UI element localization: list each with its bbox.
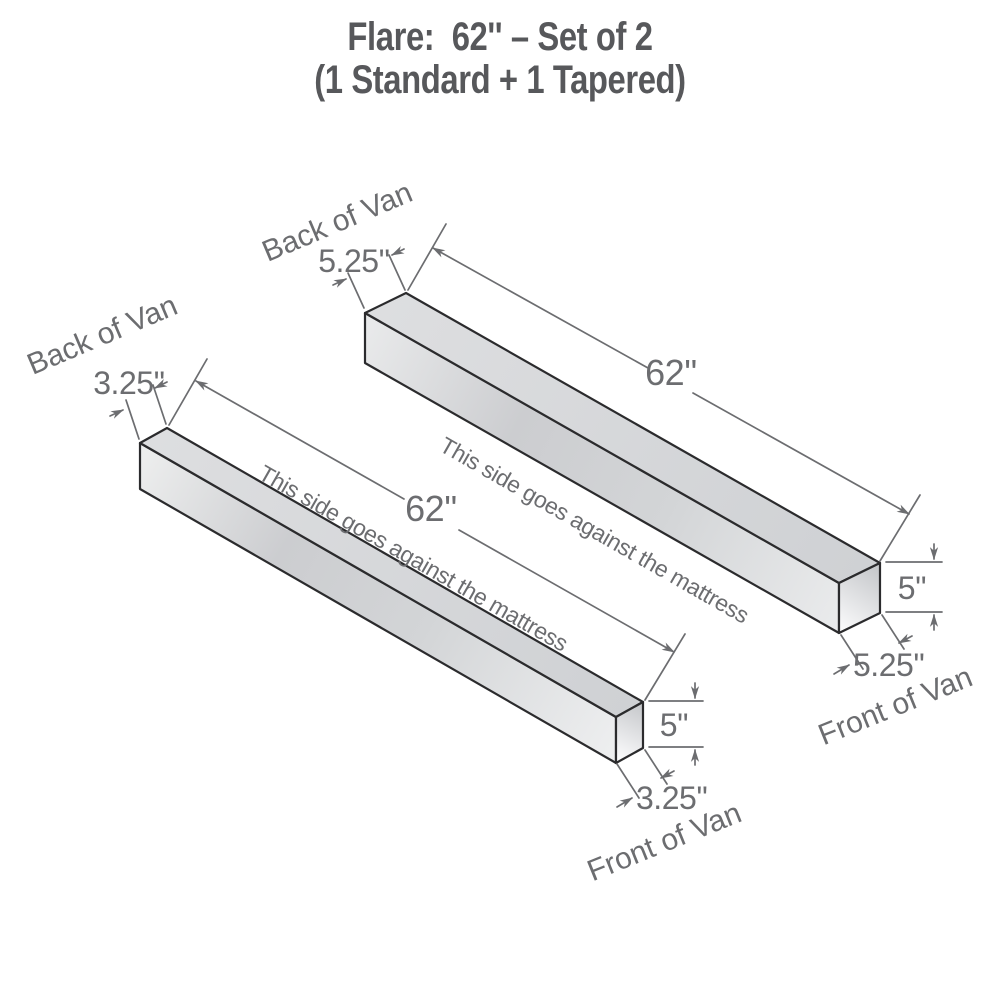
lower-bar-end-face [614,700,645,765]
dimension-line [432,247,649,369]
lower-bar [138,426,645,765]
dimension-line [195,380,405,500]
dimension-arrow [898,633,913,644]
upper-front-width-text: 5.25'' [853,647,925,683]
upper-front-width-dim: 5.25'' [833,614,925,683]
dimension-arrow [109,409,124,419]
extension-line [840,634,864,670]
lower-back-width-text: 3.25'' [93,365,165,401]
dimension-arrow [616,797,633,808]
upper-length-dim: 62'' [407,223,921,562]
lower-height-dim: 5'' [648,682,704,766]
dimension-arrow [154,378,168,389]
upper-bar-end-face [837,561,882,635]
diagram-title: Flare: 62'' – Set of 2 (1 Standard + 1 T… [90,15,910,103]
extension-line [644,633,686,701]
extension-line [879,494,921,562]
upper-length-text: 62'' [645,352,697,393]
lower-front-width-text: 3.25'' [636,780,708,816]
upper-back-width-dim: 5.25'' [318,243,406,309]
upper-height-dim: 5'' [885,543,943,631]
extension-line [168,358,208,426]
dimension-arrow [332,278,347,288]
extension-line [152,384,167,425]
extension-line [125,399,140,440]
lower-height-text: 5'' [660,707,689,743]
dimension-arrow [391,245,405,256]
extension-line [616,763,640,799]
lower-back-width-dim: 3.25'' [93,365,168,440]
extension-line [407,223,447,291]
upper-height-text: 5'' [898,570,927,606]
title-line-1: Flare: 62'' – Set of 2 [347,15,653,59]
extension-line [388,254,406,291]
lower-length-text: 62'' [405,488,457,529]
title-line-2: (1 Standard + 1 Tapered) [314,58,686,103]
dimension-arrow [833,664,850,675]
lower-length-dim: 62'' [168,358,686,701]
upper-back-width-text: 5.25'' [318,243,390,279]
extension-line [347,272,365,309]
lower-front-width-dim: 3.25'' [616,749,708,816]
dimension-arrow [660,768,675,779]
extension-line [644,749,668,785]
upper-bar [363,291,882,635]
dimension-line [458,529,675,653]
dimension-line [692,392,910,515]
extension-line [881,614,905,650]
